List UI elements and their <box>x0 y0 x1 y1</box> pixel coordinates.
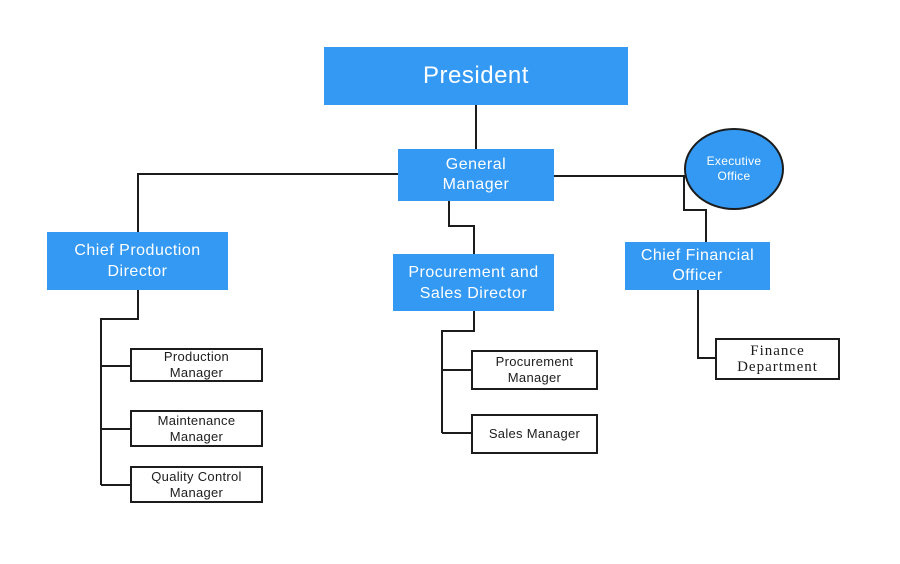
connector-exec-cfo <box>683 176 707 242</box>
sales-manager-label: Sales Manager <box>488 426 581 441</box>
procurement-sales-director-box: Procurement and Sales Director <box>393 254 554 311</box>
quality-control-manager-box: Quality Control Manager <box>130 466 263 503</box>
procurement-sales-director-label: Procurement and Sales Director <box>408 263 539 302</box>
procurement-manager-box: Procurement Manager <box>471 350 598 390</box>
maintenance-manager-box: Maintenance Manager <box>130 410 263 447</box>
connector-cfo-fin <box>697 290 715 359</box>
connector-gm-psd <box>448 201 475 254</box>
finance-department-label: Finance Department <box>737 343 818 375</box>
chief-production-director-label: Chief Production Director <box>74 242 201 280</box>
president-box: President <box>324 47 628 105</box>
connector-psd-trunk <box>441 311 475 433</box>
chief-financial-officer-box: Chief Financial Officer <box>625 242 770 290</box>
sales-manager-box: Sales Manager <box>471 414 598 454</box>
executive-office-label: Executive Office <box>706 154 762 183</box>
finance-department-box: Finance Department <box>715 338 840 380</box>
connector-gm-cpd <box>137 173 398 232</box>
general-manager-label: General Manager <box>442 156 510 193</box>
chief-financial-officer-label: Chief Financial Officer <box>640 247 755 284</box>
executive-office-circle: Executive Office <box>684 128 784 210</box>
production-manager-label: Production Manager <box>163 349 230 380</box>
maintenance-manager-label: Maintenance Manager <box>157 412 236 444</box>
quality-control-manager-label: Quality Control Manager <box>151 468 242 500</box>
production-manager-box: Production Manager <box>130 348 263 382</box>
general-manager-box: General Manager <box>398 149 554 201</box>
procurement-manager-label: Procurement Manager <box>495 354 574 385</box>
chief-production-director-box: Chief Production Director <box>47 232 228 290</box>
connector-cpd-trunk <box>100 290 139 485</box>
president-label: President <box>423 62 529 89</box>
